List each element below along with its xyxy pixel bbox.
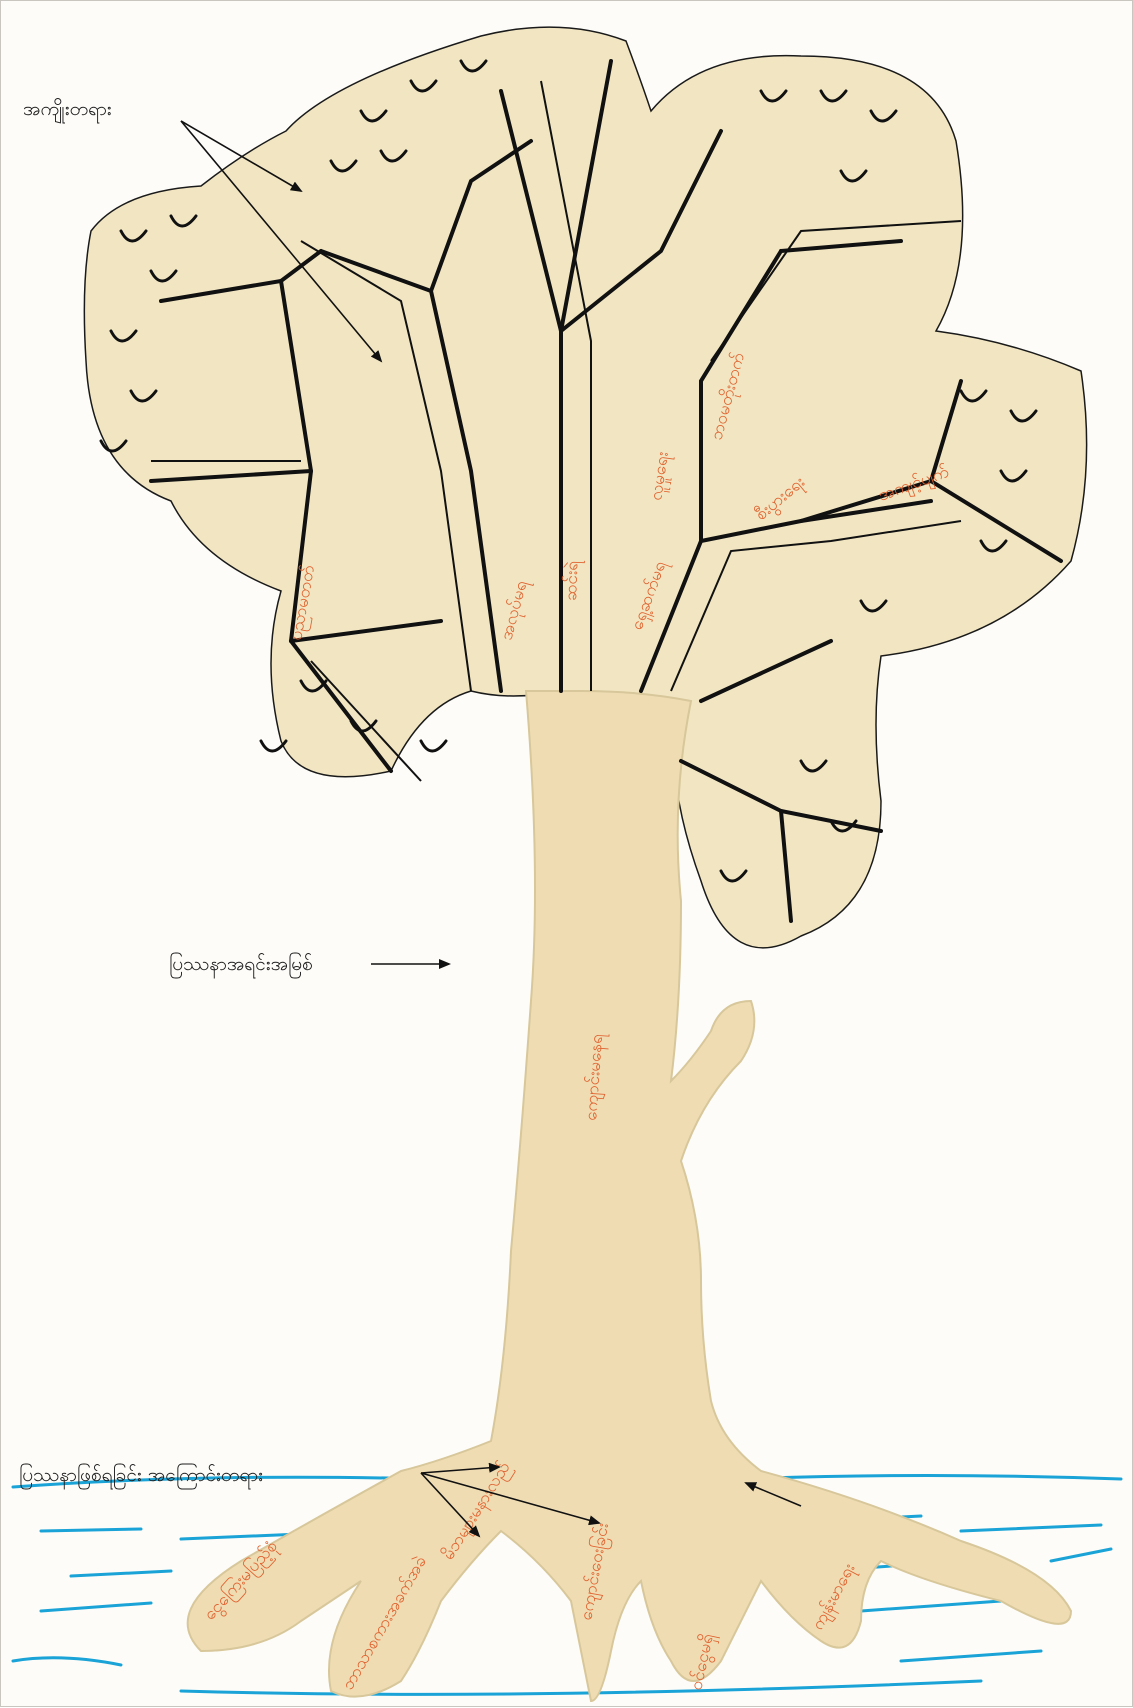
effects-label: အကျိုးတရား (23, 97, 112, 125)
tree-trunk-and-roots (188, 691, 1071, 1701)
core-problem-label: ပြဿနာအရင်းအမြစ် (169, 952, 313, 980)
causes-label: ပြဿနာဖြစ်ရခြင်း အကြောင်းတရား (19, 1463, 263, 1491)
